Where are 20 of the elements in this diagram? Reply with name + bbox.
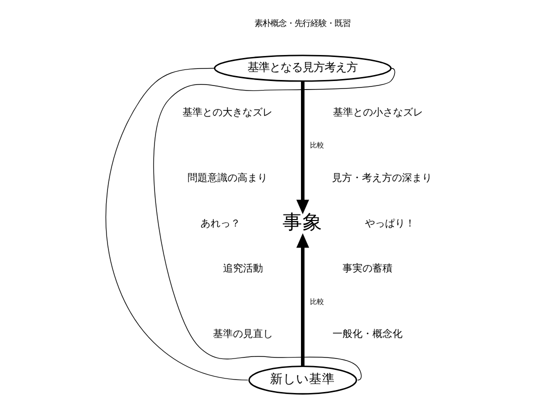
label: 一般化・概念化 — [332, 329, 402, 340]
label: 追究活動 — [222, 264, 262, 275]
node-label: 素朴概念・先行経験・既習 — [254, 18, 350, 28]
label: 問題意識の高まり — [186, 172, 267, 184]
edge-label: 比較 — [309, 140, 324, 150]
connector — [105, 68, 248, 380]
node-ellipse: 基準となる見方考え方 — [213, 54, 392, 82]
arrow — [296, 81, 309, 214]
edge-label: 比較 — [309, 296, 324, 306]
label: あれっ？ — [200, 218, 240, 230]
connector — [152, 68, 395, 380]
label: 事実の蓄積 — [342, 264, 392, 275]
label: 基準との小さなズレ — [332, 107, 423, 118]
node-ellipse: 新しい基準 — [248, 366, 357, 395]
label: 基準の見直し — [212, 329, 272, 340]
label: 見方・考え方の深まり — [332, 172, 432, 184]
node-text: 事象 — [282, 210, 322, 234]
label: やっぱり！ — [364, 218, 414, 230]
label: 基準との大きなズレ — [182, 107, 272, 118]
arrow — [296, 233, 309, 366]
